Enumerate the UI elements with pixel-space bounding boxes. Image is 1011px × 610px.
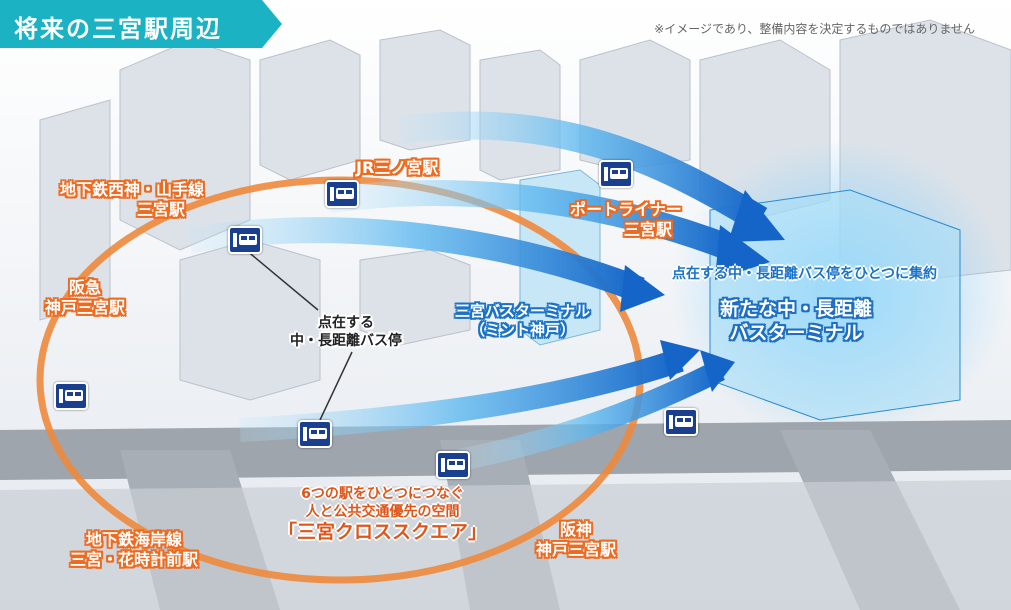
- page-title: 将来の三宮駅周辺: [14, 15, 222, 43]
- station-kaigan-line-station: 三宮・花時計前駅: [70, 550, 199, 569]
- scattered-bus-stops-line1: 点在する: [318, 315, 374, 331]
- station-hanshin-company: 阪神: [560, 520, 593, 539]
- station-hankyu-station: 神戸三宮駅: [45, 298, 126, 317]
- header-tab: [0, 0, 282, 48]
- new-terminal-title-line2: バスターミナル: [729, 321, 863, 344]
- disclaimer-note: ※イメージであり、整備内容を決定するものではありません: [654, 22, 975, 36]
- station-hanshin-station: 神戸三宮駅: [536, 540, 617, 559]
- scattered-bus-stops-label: 点在する 中・長距離バス停: [290, 315, 402, 350]
- station-kaigan-line: 地下鉄海岸線 三宮・花時計前駅: [70, 530, 198, 570]
- bus-stop-icon: [664, 408, 698, 436]
- station-portliner: ポートライナー 三宮駅: [570, 200, 682, 240]
- cross-square-name: 「三宮クロススクエア」: [278, 521, 488, 543]
- bus-stop-icon: [325, 180, 359, 208]
- station-seishin-line-station: 三宮駅: [137, 200, 186, 219]
- new-terminal-title: 新たな中・長距離 バスターミナル: [720, 298, 872, 346]
- station-kaigan-line-name: 地下鉄海岸線: [86, 530, 183, 549]
- station-seishin-line-name: 地下鉄西神・山手線: [60, 180, 205, 199]
- mint-kobe-terminal-label: 三宮バスターミナル （ミント神戸）: [455, 302, 590, 340]
- bus-stop-icon: [54, 382, 88, 410]
- station-hankyu-company: 阪急: [69, 278, 102, 297]
- scattered-bus-stops-line2: 中・長距離バス停: [290, 332, 402, 349]
- new-terminal-title-line1: 新たな中・長距離: [720, 298, 873, 320]
- cross-square-label: 6つの駅をひとつにつなぐ 人と公共交通優先の空間 「三宮クロススクエア」: [278, 486, 487, 545]
- station-hankyu: 阪急 神戸三宮駅: [45, 278, 125, 318]
- station-portliner-station: 三宮駅: [623, 220, 672, 239]
- bus-stop-icon: [599, 160, 633, 188]
- cross-square-line1: 6つの駅をひとつにつなぐ: [301, 486, 464, 502]
- bus-stop-icon: [228, 226, 262, 254]
- new-terminal-caption: 点在する中・長距離バス停をひとつに集約: [672, 266, 938, 282]
- bus-stop-icon: [298, 420, 332, 448]
- station-portliner-name: ポートライナー: [570, 200, 682, 219]
- cross-square-line2: 人と公共交通優先の空間: [305, 503, 460, 520]
- mint-terminal-name: 三宮バスターミナル: [455, 302, 591, 320]
- mint-terminal-building: （ミント神戸）: [470, 320, 576, 339]
- station-seishin-line: 地下鉄西神・山手線 三宮駅: [60, 180, 204, 220]
- station-hanshin: 阪神 神戸三宮駅: [536, 520, 616, 560]
- bus-stop-icon: [436, 451, 470, 479]
- station-jr-sannomiya: JR三ノ宮駅: [356, 158, 439, 177]
